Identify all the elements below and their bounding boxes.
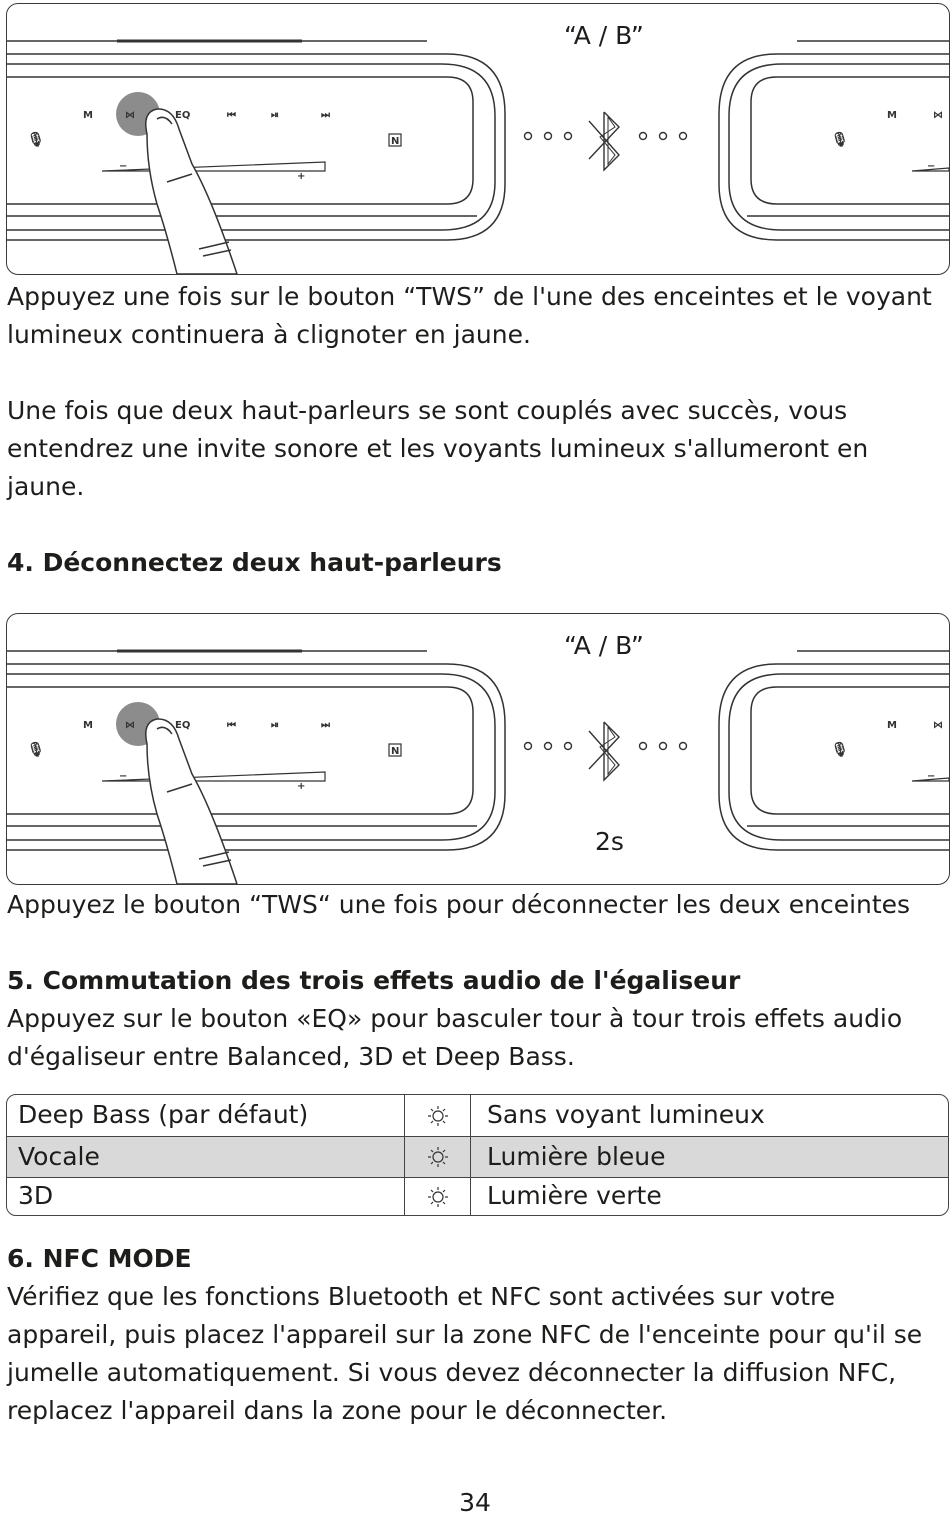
finger-icon bbox=[145, 718, 238, 884]
svg-text:−: − bbox=[927, 771, 935, 782]
table-row: Deep Bass (par défaut) Sans voyant lumin… bbox=[7, 1095, 948, 1136]
svg-text:⏭: ⏭ bbox=[321, 720, 330, 731]
ab-label: “A / B” bbox=[564, 21, 644, 50]
volume-slider bbox=[911, 167, 949, 172]
svg-text:🎙︎: 🎙︎ bbox=[27, 741, 45, 758]
eq-light-cell: Lumière verte bbox=[487, 1181, 662, 1210]
svg-text:M: M bbox=[887, 720, 897, 731]
ab-label: “A / B” bbox=[564, 631, 644, 660]
mode-button: M bbox=[83, 110, 93, 121]
volume-slider bbox=[101, 161, 326, 172]
eq-mode-cell: Vocale bbox=[7, 1137, 405, 1177]
eq-button: EQ bbox=[175, 110, 190, 121]
press-duration-label: 2s bbox=[595, 827, 624, 856]
section-5-body: Appuyez sur le bouton «EQ» pour basculer… bbox=[7, 1004, 903, 1071]
tws-pairing-illustration: M ⋈ EQ ⏮ ⏯ ⏭ 🎙︎ N − + bbox=[6, 3, 950, 275]
eq-mode-table: Deep Bass (par défaut) Sans voyant lumin… bbox=[6, 1094, 949, 1216]
svg-text:N: N bbox=[391, 746, 399, 757]
eq-light-cell: Sans voyant lumineux bbox=[487, 1100, 765, 1129]
instruction-pair: Appuyez une fois sur le bouton “TWS” de … bbox=[7, 282, 932, 349]
light-icon bbox=[405, 1137, 471, 1177]
finger-icon bbox=[145, 108, 238, 274]
svg-text:EQ: EQ bbox=[175, 720, 190, 731]
play-pause-icon: ⏯ bbox=[271, 110, 279, 121]
page-number: 34 bbox=[459, 1488, 491, 1517]
instruction-disconnect: Appuyez le bouton “TWS“ une fois pour dé… bbox=[7, 890, 911, 919]
speaker-a-buttons: M ⋈ EQ ⏮ ⏯ ⏭ 🎙︎ N − + bbox=[27, 92, 402, 182]
light-icon bbox=[405, 1176, 471, 1215]
section-5-title: 5. Commutation des trois effets audio de… bbox=[7, 966, 741, 995]
section-6-body: Vérifiez que les fonctions Bluetooth et … bbox=[7, 1282, 923, 1425]
svg-text:🎙︎: 🎙︎ bbox=[831, 741, 849, 758]
svg-text:⏯: ⏯ bbox=[271, 720, 279, 731]
svg-text:M: M bbox=[83, 720, 93, 731]
svg-text:−: − bbox=[119, 771, 127, 782]
svg-text:M: M bbox=[887, 110, 897, 121]
eq-mode-cell: 3D bbox=[7, 1176, 405, 1215]
tws-icon: ⋈ bbox=[125, 110, 135, 121]
volume-plus: + bbox=[297, 171, 305, 182]
eq-light-cell: Lumière bleue bbox=[487, 1142, 666, 1171]
mic-icon: 🎙︎ bbox=[831, 131, 849, 148]
speaker-a bbox=[7, 39, 506, 241]
speaker-b-buttons: M ⋈ 🎙︎ − bbox=[831, 110, 949, 172]
svg-text:+: + bbox=[297, 781, 305, 792]
section-4-title: 4. Déconnectez deux haut-parleurs bbox=[7, 548, 502, 577]
prev-icon: ⏮ bbox=[227, 110, 236, 121]
light-icon bbox=[405, 1095, 471, 1136]
eq-mode-cell: Deep Bass (par défaut) bbox=[7, 1095, 405, 1136]
table-row: Vocale Lumière bleue bbox=[7, 1136, 948, 1178]
bluetooth-icon bbox=[523, 721, 688, 782]
tws-icon: ⋈ bbox=[933, 110, 943, 121]
section-6-title: 6. NFC MODE bbox=[7, 1244, 192, 1273]
svg-text:⋈: ⋈ bbox=[933, 720, 943, 731]
tws-disconnect-illustration: M ⋈ EQ ⏮ ⏯ ⏭ 🎙︎ N − + “A bbox=[6, 613, 950, 885]
speaker-b bbox=[718, 40, 949, 241]
svg-text:⏮: ⏮ bbox=[227, 720, 236, 731]
svg-text:N: N bbox=[391, 136, 399, 147]
next-icon: ⏭ bbox=[321, 110, 330, 121]
svg-text:−: − bbox=[927, 161, 935, 172]
mic-icon: 🎙︎ bbox=[27, 131, 45, 148]
instruction-paired-result: Une fois que deux haut-parleurs se sont … bbox=[7, 396, 869, 501]
nfc-icon bbox=[388, 133, 402, 147]
svg-text:⋈: ⋈ bbox=[125, 720, 135, 731]
table-row: 3D Lumière verte bbox=[7, 1176, 948, 1215]
bluetooth-icon bbox=[523, 111, 688, 172]
volume-minus: − bbox=[119, 161, 127, 172]
